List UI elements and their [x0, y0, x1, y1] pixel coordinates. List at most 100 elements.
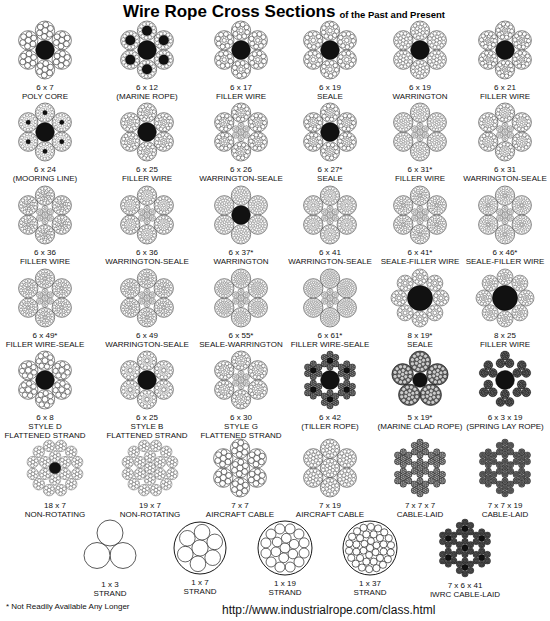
wire-circle: [423, 109, 426, 112]
wire-circle: [501, 61, 505, 65]
wire-circle: [415, 135, 417, 137]
wire-circle: [405, 57, 408, 60]
wire-circle: [510, 68, 514, 72]
wire-circle: [144, 104, 148, 108]
wire-circle: [423, 133, 425, 135]
wire-circle: [317, 136, 321, 140]
wire-circle: [67, 137, 70, 140]
wire-circle: [227, 125, 231, 129]
wire-circle: [499, 144, 503, 148]
wire-circle: [433, 32, 437, 36]
wire-circle: [61, 216, 64, 219]
wire-circle: [20, 40, 26, 46]
wire-circle: [428, 56, 432, 60]
wire-circle: [423, 147, 426, 150]
wire-circle: [169, 39, 173, 43]
wire-circle: [501, 22, 505, 26]
wire-circle: [150, 116, 154, 120]
wire-circle: [151, 145, 155, 149]
wire-circle: [413, 24, 417, 28]
wire-circle: [148, 35, 152, 39]
wire-circle: [399, 117, 402, 120]
wire-circle: [419, 104, 422, 107]
wire-circle: [491, 145, 495, 149]
wire-circle: [511, 129, 513, 131]
wire-circle: [514, 42, 518, 46]
wire-circle: [412, 133, 414, 135]
wire-circle: [315, 39, 317, 41]
wire-circle: [428, 37, 432, 41]
wire-circle: [55, 125, 58, 128]
wire-circle: [411, 41, 430, 60]
wire-circle: [125, 55, 135, 65]
wire-circle: [492, 136, 496, 140]
wire-circle: [350, 54, 354, 58]
wire-circle: [152, 68, 156, 72]
wire-circle: [500, 127, 502, 129]
wire-circle: [34, 143, 37, 146]
wire-circle: [19, 139, 22, 142]
wire-circle: [29, 114, 32, 117]
wire-circle: [318, 39, 322, 43]
wire-circle: [482, 134, 486, 138]
wire-circle: [156, 144, 160, 148]
wire-circle: [43, 157, 46, 160]
wire-circle: [438, 114, 441, 117]
wire-circle: [321, 149, 325, 153]
wire-circle: [479, 57, 483, 61]
wire-circle: [502, 104, 506, 108]
wire-circle: [433, 45, 437, 49]
wire-circle: [404, 142, 406, 144]
wire-circle: [316, 125, 320, 129]
wire-circle: [31, 54, 37, 60]
wire-circle: [234, 106, 238, 110]
wire-circle: [422, 28, 425, 31]
wire-circle: [518, 32, 522, 36]
wire-circle: [349, 62, 353, 66]
wire-circle: [400, 120, 402, 122]
wire-circle: [24, 123, 26, 125]
wire-circle: [64, 60, 70, 66]
wire-circle: [123, 144, 127, 148]
wire-circle: [327, 27, 329, 29]
wire-circle: [146, 118, 150, 122]
wire-circle: [422, 66, 425, 69]
wire-circle: [400, 139, 402, 141]
wire-circle: [313, 62, 315, 64]
wire-circle: [121, 38, 125, 42]
wire-circle: [261, 136, 265, 140]
wire-circle: [168, 55, 172, 59]
wire-circle: [241, 156, 245, 160]
wire-circle: [343, 114, 347, 118]
wire-circle: [168, 36, 172, 40]
wire-circle: [64, 121, 66, 123]
wire-circle: [124, 115, 128, 119]
wire-circle: [481, 34, 485, 38]
wire-circle: [235, 61, 240, 66]
wire-circle: [316, 43, 320, 47]
wire-circle: [152, 149, 156, 153]
wire-circle: [129, 128, 133, 132]
wire-circle: [163, 51, 167, 55]
wire-circle: [433, 117, 436, 120]
wire-circle: [61, 125, 63, 127]
wire-circle: [247, 135, 249, 137]
wire-circle: [313, 146, 317, 150]
wire-circle: [163, 128, 167, 132]
wire-circle: [143, 61, 147, 65]
wire-circle: [493, 139, 497, 143]
wire-circle: [497, 71, 501, 75]
wire-circle: [406, 118, 409, 121]
wire-circle: [40, 218, 42, 220]
wire-circle: [350, 125, 354, 129]
wire-circle: [411, 31, 415, 35]
wire-circle: [417, 149, 419, 151]
wire-circle: [402, 133, 405, 136]
wire-circle: [252, 52, 257, 57]
wire-circle: [46, 118, 49, 121]
wire-circle: [42, 108, 44, 110]
wire-circle: [31, 121, 33, 123]
wire-circle: [334, 107, 338, 111]
wire-circle: [250, 143, 254, 147]
wire-circle: [250, 124, 254, 128]
